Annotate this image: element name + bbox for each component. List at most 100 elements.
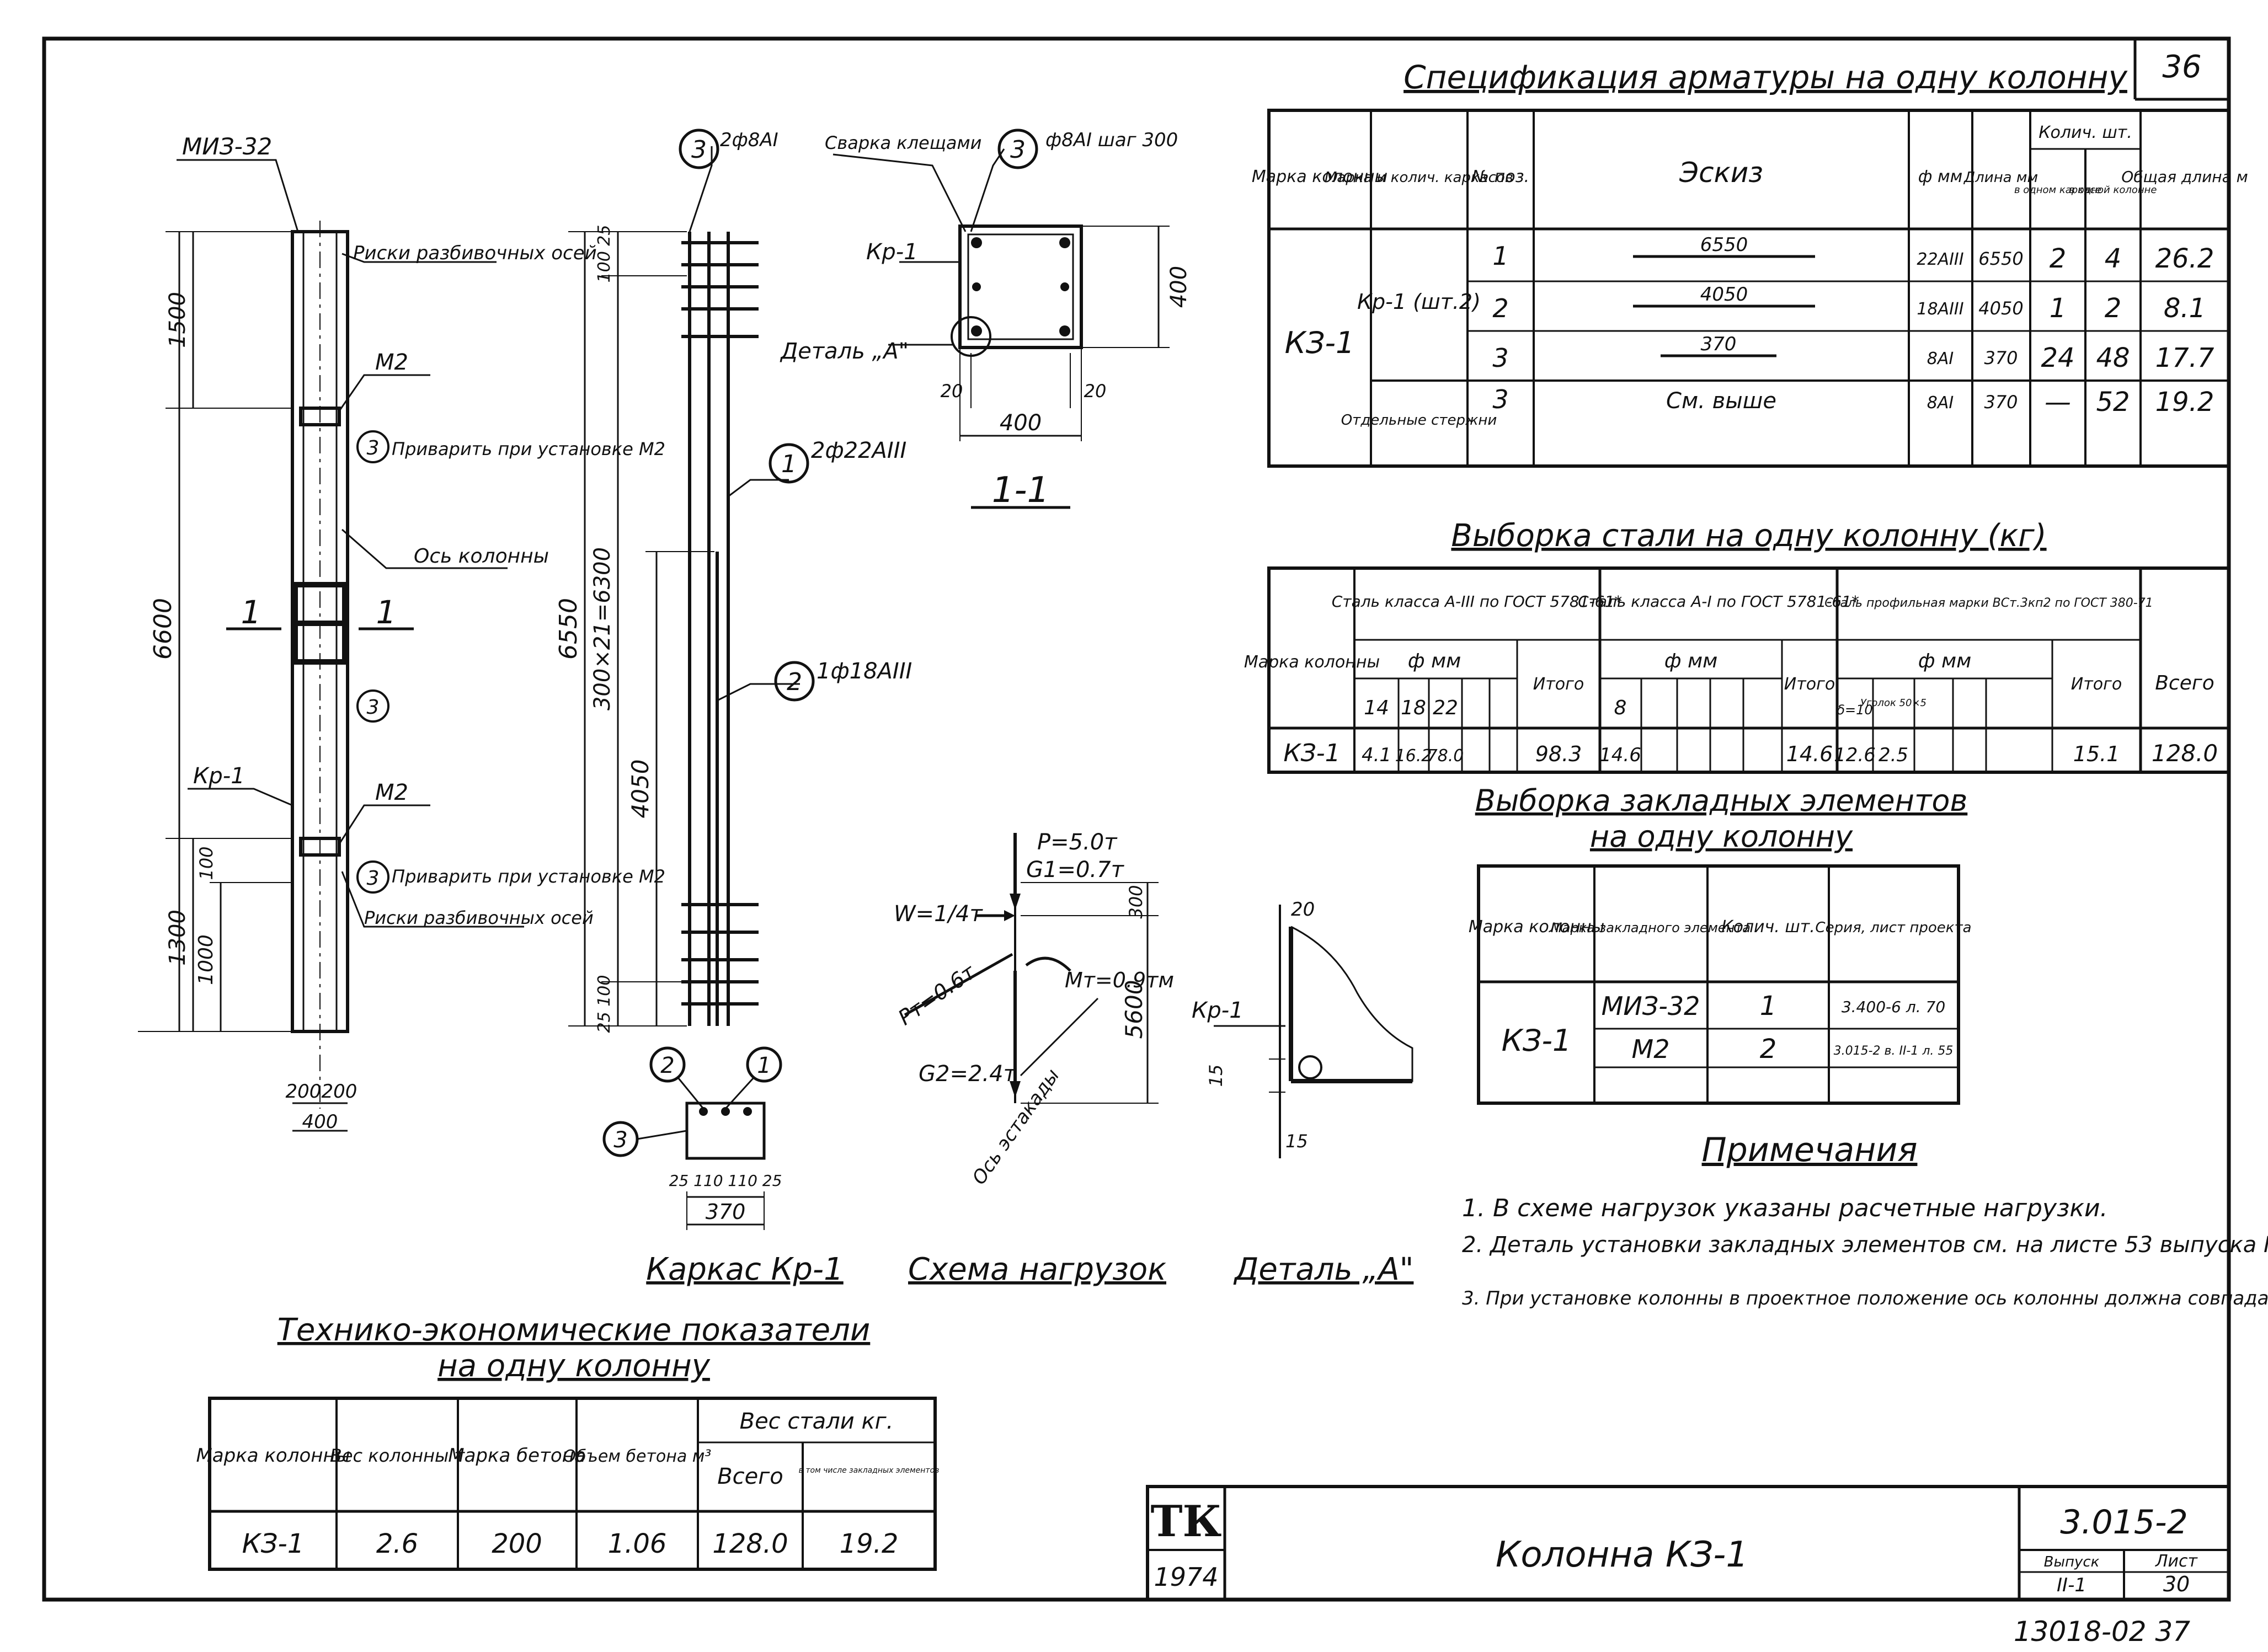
- tech-r-mark: КЗ-1: [242, 1528, 305, 1559]
- dim-6550: 6550: [554, 598, 583, 660]
- steel-r-ang: 2.5: [1879, 744, 1908, 766]
- risk-top-label: Риски разбивочных осей: [353, 242, 597, 264]
- sheet-label: Лист: [2155, 1552, 2198, 1571]
- embed-h-mark: Марка колонны: [1469, 917, 1604, 937]
- note-3: 3. При установке колонны в проектное пол…: [1462, 1287, 2268, 1309]
- spec-h-length: Длина мм: [1963, 169, 2038, 186]
- spec-r4-sketch: См. выше: [1666, 388, 1776, 414]
- pos3-middle: 3: [367, 696, 380, 719]
- section-1-1: [833, 129, 1170, 509]
- embed-top-label: МИЗ-32: [182, 133, 272, 160]
- embed-table: [1477, 864, 1960, 1105]
- year: 1974: [1154, 1562, 1218, 1592]
- spec-r2-qc: 2: [2105, 293, 2122, 324]
- steel-r-sum1: 98.3: [1535, 742, 1582, 766]
- issue-label: Выпуск: [2044, 1554, 2100, 1570]
- frame-sec-p3: 3: [613, 1127, 627, 1153]
- steel-r-22: 78.0: [1427, 746, 1464, 766]
- section-dim-400-v: 400: [1166, 266, 1192, 308]
- note-1: 1. В схеме нагрузок указаны расчетные на…: [1462, 1194, 2108, 1222]
- steel-h-total1: Итого: [1533, 675, 1584, 694]
- dim-200-right: 200: [322, 1081, 357, 1103]
- embed-r1-series: 3.400-6 л. 70: [1842, 998, 1945, 1016]
- spec-r2-qf: 1: [2050, 293, 2067, 324]
- frame-pos1-num: 1: [781, 450, 797, 478]
- load-p: Р=5.0т: [1037, 830, 1118, 855]
- frame-kr1: [568, 129, 815, 1230]
- embed-h-element: Марка закладного элемента: [1551, 920, 1751, 935]
- spec-h-qty-column: в одной колонне: [2069, 184, 2157, 196]
- frame-caption: Каркас Кр-1: [646, 1252, 844, 1287]
- detail-d20: 20: [1291, 899, 1315, 921]
- detail-a: [1214, 905, 1413, 1158]
- spec-h-sketch: Эскиз: [1679, 157, 1763, 189]
- steel-h-grand: Всего: [2155, 672, 2214, 694]
- spec-r1-total: 26.2: [2155, 243, 2214, 274]
- spec-h-mark: Марка колонны: [1252, 167, 1388, 186]
- load-scheme: [904, 833, 1159, 1104]
- archive-number: 13018-02 37: [2014, 1616, 2190, 1648]
- dim-100-25-top: 100 25: [595, 225, 614, 283]
- load-caption: Схема нагрузок: [908, 1252, 1166, 1287]
- frame-pos2-num: 2: [787, 668, 802, 696]
- load-dim-300: 300: [1125, 885, 1146, 918]
- tech-r-weight: 2.6: [376, 1528, 418, 1559]
- spec-h-dia: ф мм: [1918, 167, 1962, 186]
- embed-h-qty: Колич. шт.: [1721, 917, 1815, 937]
- tech-h-steel-embed: в том числе закладных элементов: [799, 1466, 940, 1475]
- dim-100: 100: [196, 846, 217, 880]
- dim-6600: 6600: [149, 598, 177, 660]
- steel-r-14: 4.1: [1362, 744, 1391, 766]
- dim-1300: 1300: [165, 910, 190, 966]
- spec-r3-sketch: 370: [1701, 333, 1737, 355]
- spec-r3-pos: 3: [1492, 343, 1508, 373]
- section-dim-400-h: 400: [1000, 410, 1042, 436]
- steel-h-d8: 8: [1614, 697, 1627, 719]
- detail-d15b: 15: [1285, 1131, 1308, 1152]
- tech-r-volume: 1.06: [608, 1528, 667, 1559]
- frame-pos1-label: 2ф22АIII: [811, 438, 906, 463]
- frame-sec-p1: 1: [757, 1053, 771, 1078]
- spec-h-pos: № поз.: [1471, 167, 1529, 186]
- spec-h-qty-frame: в одном каркасе: [2014, 184, 2101, 196]
- spec-r3-qc: 48: [2096, 343, 2130, 373]
- frame-sec-p2: 2: [660, 1053, 674, 1078]
- m2-lower-label: М2: [375, 780, 408, 805]
- weld-clamps-label: Сварка клещами: [825, 132, 981, 153]
- weld-lower-note: Приварить при установке М2: [392, 866, 665, 887]
- spec-r4-qc: 52: [2096, 387, 2130, 418]
- tech-r-concrete: 200: [492, 1528, 542, 1559]
- steel-table: [1267, 566, 2230, 774]
- spec-r4-pos: 3: [1492, 384, 1508, 414]
- spec-table: [1267, 109, 2230, 468]
- steel-h-dia1: ф мм: [1408, 650, 1461, 672]
- dim-370: 370: [706, 1200, 746, 1224]
- sheet-value: 30: [2163, 1572, 2190, 1596]
- dim-1500: 1500: [165, 292, 190, 348]
- spec-column-mark: КЗ-1: [1285, 325, 1355, 360]
- spec-r1-dia: 22АIII: [1917, 250, 1963, 269]
- kr1-label: Кр-1: [193, 763, 245, 789]
- embed-r1-element: МИЗ-32: [1602, 991, 1700, 1021]
- steel-h-total2: Итого: [1784, 675, 1835, 694]
- spec-r2-total: 8.1: [2164, 293, 2206, 324]
- embed-column-mark: КЗ-1: [1502, 1023, 1572, 1058]
- title-block: [1146, 1485, 2230, 1601]
- column-elevation: [138, 159, 524, 1132]
- section-p3-num: 3: [1010, 136, 1026, 164]
- spec-r3-dia: 8АI: [1927, 349, 1954, 368]
- tech-table: [208, 1397, 937, 1571]
- detail-d15a: 15: [1205, 1065, 1226, 1087]
- spec-r3-qf: 24: [2041, 343, 2074, 373]
- page-number: 36: [2162, 49, 2201, 85]
- dim-200-left: 200: [286, 1081, 322, 1103]
- dim-4050: 4050: [627, 760, 654, 819]
- spec-r1-length: 6550: [1978, 248, 2023, 269]
- spec-title: Спецификация арматуры на одну колонну: [1404, 58, 2128, 96]
- steel-r-sum3: 15.1: [2073, 742, 2120, 766]
- spec-r4-total: 19.2: [2155, 387, 2214, 418]
- spec-r2-dia: 18АIII: [1917, 300, 1963, 319]
- load-dim-5600: 5600: [1120, 980, 1148, 1039]
- sheet-title: Колонна КЗ-1: [1496, 1535, 1748, 1575]
- embed-title-2: на одну колонну: [1590, 819, 1853, 854]
